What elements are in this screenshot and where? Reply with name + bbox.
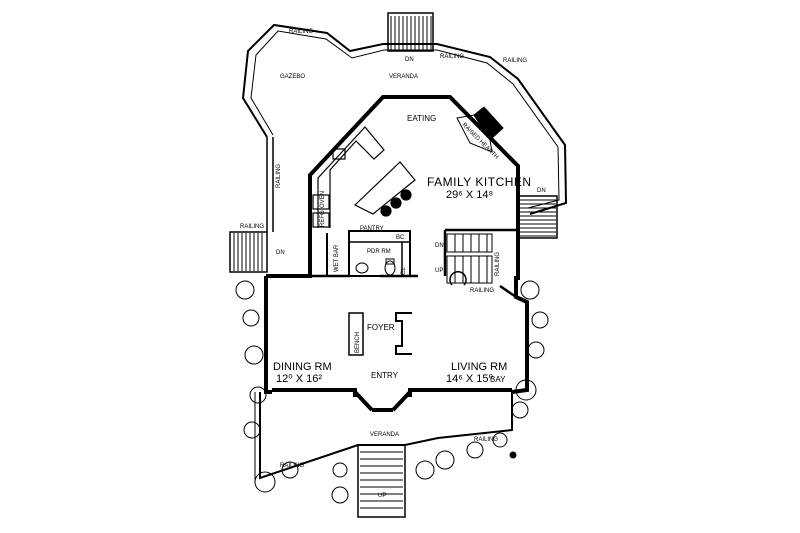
left-stairs (229, 231, 268, 273)
label-bench: BENCH (355, 332, 361, 353)
label-family-kitchen-dims: 29⁶ X 14⁸ (446, 189, 493, 201)
label-foyer: FOYER (367, 323, 395, 332)
fireplace (456, 106, 504, 153)
kitchen-island (353, 161, 416, 217)
label-oven: OVEN (320, 191, 326, 208)
label-veranda-top: VERANDA (389, 74, 418, 80)
label-bay: BAY (490, 375, 506, 384)
label-railing-left: RAILING (276, 164, 282, 188)
left-railing-wall (266, 137, 274, 232)
interior-walls (310, 228, 518, 356)
label-cl: CL (401, 267, 407, 275)
label-up-front: UP (378, 493, 386, 499)
kitchen-counter (312, 126, 385, 228)
label-dn-right: DN (537, 188, 546, 194)
label-dining-rm: DINING RM (273, 361, 332, 373)
label-pantry: PANTRY (360, 226, 384, 232)
label-railing-right: RAILING (495, 252, 501, 276)
label-dn-top: DN (405, 57, 414, 63)
label-dn-stairs: DN (435, 243, 444, 249)
label-railing-bottom-right: RAILING (474, 437, 498, 443)
powder-room-fixtures (355, 258, 396, 276)
label-railing-top-far-right: RAILING (503, 58, 527, 64)
label-refg: REFG (320, 210, 326, 227)
top-stairs (387, 12, 434, 52)
label-railing-left-stairs: RAILING (240, 224, 264, 230)
label-wet-bar: WET BAR (334, 244, 340, 272)
right-stairs (518, 195, 558, 239)
label-dn-left: DN (276, 250, 285, 256)
label-railing-stairs: RAILING (470, 288, 494, 294)
label-railing-top-right: RAILING (440, 54, 464, 60)
label-bc: BC (396, 235, 405, 241)
veranda-top-outline (241, 23, 568, 215)
label-entry: ENTRY (371, 371, 399, 380)
label-dining-rm-dims: 12⁰ X 16² (276, 373, 322, 385)
label-up-stairs: UP (435, 268, 443, 274)
label-family-kitchen: FAMILY KITCHEN (427, 175, 532, 189)
shrubs (235, 280, 549, 504)
label-living-rm-dims: 14⁶ X 15⁰ (446, 373, 493, 385)
label-eating: EATING (407, 114, 436, 123)
label-living-rm: LIVING RM (451, 361, 507, 373)
interior-stairs (446, 233, 493, 286)
label-veranda-bottom: VERANDA (370, 432, 399, 438)
front-stairs (357, 444, 406, 518)
label-gazebo: GAZEBO (280, 74, 305, 80)
label-pdr-rm: PDR RM (367, 249, 391, 255)
label-railing-bottom-left: RAILING (280, 463, 304, 469)
label-railing-top-left: RAILING (289, 29, 313, 35)
